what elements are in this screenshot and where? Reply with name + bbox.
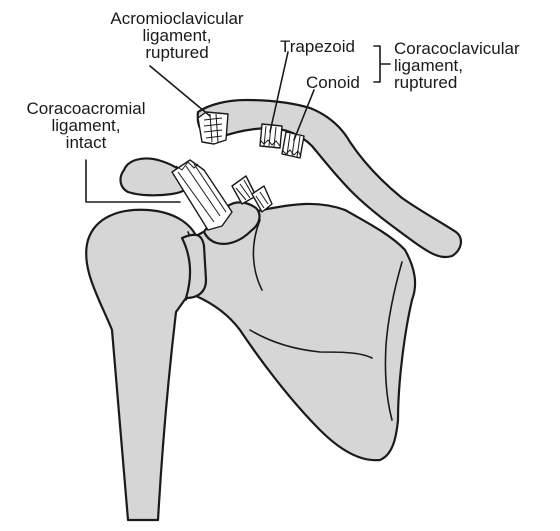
coracoclavicular-bracket [374, 46, 390, 82]
trapezoid-label: Trapezoid [280, 38, 370, 55]
acromioclavicular-ligament-ruptured [198, 112, 228, 144]
coracoclavicular-label: Coracoclavicular ligament, ruptured [394, 40, 554, 91]
acromioclavicular-label-line-1: Acromioclavicular [92, 10, 262, 27]
coracoacromial-label-line-2: ligament, [6, 117, 166, 134]
coracoclavicular-label-line-3: ruptured [394, 74, 554, 91]
humerus [86, 210, 201, 520]
acromioclavicular-label-line-3: ruptured [92, 44, 262, 61]
conoid-ligament-ruptured [282, 132, 304, 158]
coracoacromial-label: Coracoacromial ligament, intact [6, 100, 166, 151]
coracoclavicular-label-line-2: ligament, [394, 57, 554, 74]
coracoacromial-label-line-1: Coracoacromial [6, 100, 166, 117]
acromioclavicular-label: Acromioclavicular ligament, ruptured [92, 10, 262, 61]
coracoacromial-label-line-3: intact [6, 134, 166, 151]
coracoclavicular-label-line-1: Coracoclavicular [394, 40, 554, 57]
conoid-label: Conoid [306, 74, 376, 91]
acromioclavicular-label-line-2: ligament, [92, 27, 262, 44]
